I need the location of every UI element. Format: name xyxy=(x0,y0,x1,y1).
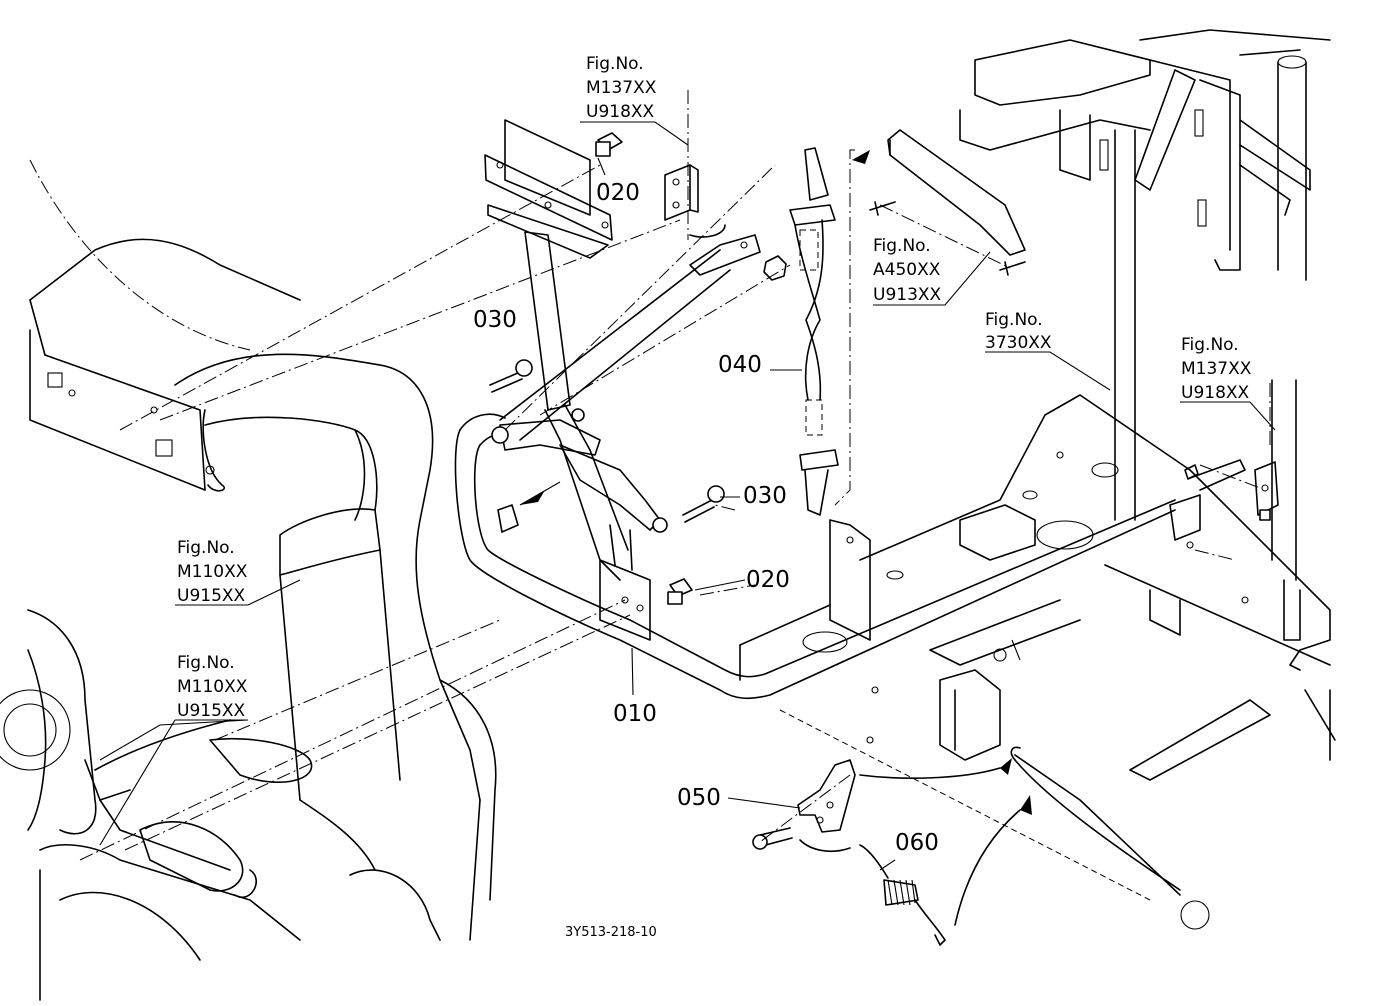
svg-text:A450XX: A450XX xyxy=(873,260,941,280)
svg-text:U915XX: U915XX xyxy=(177,586,246,606)
leader-lines xyxy=(99,121,1276,871)
drawing-code: 3Y513-218-10 xyxy=(565,925,657,940)
label-010: 010 xyxy=(613,701,657,727)
svg-text:U918XX: U918XX xyxy=(1181,383,1250,403)
label-020-upper: 020 xyxy=(596,180,640,206)
assembly-lines xyxy=(79,90,1271,861)
panel-plate xyxy=(852,129,1026,276)
svg-text:Fig.No.: Fig.No. xyxy=(586,54,644,74)
label-040: 040 xyxy=(718,352,762,378)
svg-text:M137XX: M137XX xyxy=(1181,359,1252,379)
bolt-030-lower xyxy=(682,485,725,523)
fig-ref-m110-upper: Fig.No. M110XX U915XX xyxy=(177,538,248,606)
svg-text:3730XX: 3730XX xyxy=(985,333,1052,353)
bolt-020-upper xyxy=(595,132,623,157)
fig-ref-m137-right: Fig.No. M137XX U918XX xyxy=(1181,335,1252,403)
svg-text:M137XX: M137XX xyxy=(586,78,657,98)
main-frame-010 xyxy=(454,234,1279,700)
svg-text:Fig.No.: Fig.No. xyxy=(177,538,235,558)
strap-040 xyxy=(789,147,839,516)
fender-body xyxy=(0,159,497,1001)
bolt-030-upper xyxy=(489,359,533,393)
svg-text:U915XX: U915XX xyxy=(177,701,246,721)
label-050: 050 xyxy=(677,785,721,811)
svg-text:M110XX: M110XX xyxy=(177,677,248,697)
svg-text:Fig.No.: Fig.No. xyxy=(177,653,235,673)
rod-link xyxy=(1010,746,1210,930)
svg-text:U913XX: U913XX xyxy=(873,285,942,305)
fig-ref-m137-top: Fig.No. M137XX U918XX xyxy=(586,54,657,122)
motion-arrows xyxy=(799,758,1032,926)
fig-ref-3730: Fig.No. 3730XX xyxy=(985,310,1052,353)
label-020-lower: 020 xyxy=(746,567,790,593)
label-030-upper: 030 xyxy=(473,307,517,333)
part-numbers: 010 020 020 030 030 040 050 060 xyxy=(473,180,939,856)
fig-ref-a450: Fig.No. A450XX U913XX xyxy=(873,236,942,305)
spring-060 xyxy=(859,844,946,946)
svg-text:Fig.No.: Fig.No. xyxy=(985,310,1043,330)
svg-text:U918XX: U918XX xyxy=(586,102,655,122)
hook-050 xyxy=(752,639,1021,850)
fig-ref-m110-lower: Fig.No. M110XX U915XX xyxy=(177,653,248,721)
small-bracket xyxy=(664,164,726,238)
nut-right xyxy=(763,255,787,281)
svg-text:Fig.No.: Fig.No. xyxy=(873,236,931,256)
label-060: 060 xyxy=(895,830,939,856)
bolt-020-lower xyxy=(667,578,693,605)
column-stay xyxy=(484,119,668,641)
svg-text:M110XX: M110XX xyxy=(177,562,248,582)
svg-text:Fig.No.: Fig.No. xyxy=(1181,335,1239,355)
frame-structure xyxy=(739,29,1336,901)
label-030-lower: 030 xyxy=(743,483,787,509)
